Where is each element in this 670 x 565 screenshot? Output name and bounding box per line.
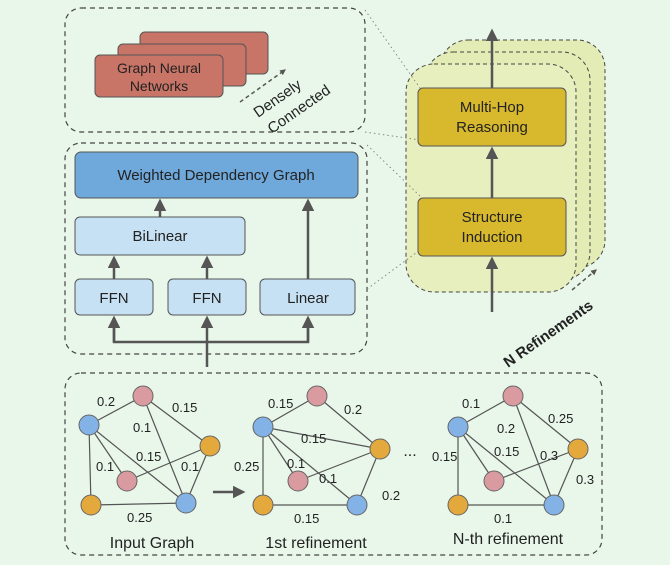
input-graph-caption: Input Graph (110, 535, 195, 552)
node-blue (78, 414, 100, 436)
zoom-dotted-lines (364, 9, 421, 290)
node-orange (80, 494, 102, 516)
edge-weight: 0.1 (494, 511, 512, 526)
edge-weight: 0.25 (234, 459, 259, 474)
induction-line1: Structure (462, 209, 523, 226)
edge-weight: 0.1 (319, 471, 337, 486)
node-pink (116, 470, 138, 492)
induction-arrows (107, 198, 315, 367)
graphs-panel (64, 372, 603, 556)
input-bus-line (112, 318, 310, 344)
edge-weight: 0.1 (462, 396, 480, 411)
edge-weight: 0.3 (576, 472, 594, 487)
node-blue (175, 492, 197, 514)
node-pink (306, 385, 328, 407)
edge-weight: 0.25 (548, 411, 573, 426)
gnn-label-line1: Graph Neural (117, 60, 201, 76)
reasoning-line2: Reasoning (456, 119, 528, 136)
gnn-label-line2: Networks (130, 78, 188, 94)
edge-weight: 0.15 (494, 444, 519, 459)
linear-label: Linear (287, 290, 329, 307)
bilinear-label: BiLinear (132, 228, 187, 245)
node-orange (567, 438, 589, 460)
zoom-line-4 (366, 249, 421, 290)
node-blue (346, 494, 368, 516)
edge-weight: 0.2 (344, 402, 362, 417)
weighted-graph-box (74, 151, 359, 199)
node-pink (502, 385, 524, 407)
gnn-layer-front (94, 54, 224, 98)
zoom-line-1 (364, 9, 421, 89)
refinements-arrow (571, 269, 597, 291)
nth-refinement-graph: 0.1 0.25 0.2 0.15 0.3 0.15 0.3 0.1 N-th … (432, 385, 594, 548)
densely-connected-arrow (239, 69, 286, 103)
edge-weight: 0.15 (432, 449, 457, 464)
node-orange (199, 435, 221, 457)
multi-hop-reasoning-box (417, 87, 567, 147)
node-pink (483, 470, 505, 492)
node-blue (447, 416, 469, 438)
node-blue (543, 494, 565, 516)
induction-panel (64, 142, 368, 355)
edge-weight: 0.15 (301, 431, 326, 446)
induction-line2: Induction (462, 229, 523, 246)
edge-weight: 0.1 (287, 456, 305, 471)
input-graph-edges (88, 395, 211, 506)
ellipsis: ... (403, 443, 416, 460)
node-pink (132, 385, 154, 407)
gnn-panel (64, 7, 366, 133)
edge-weight: 0.15 (136, 449, 161, 464)
zoom-line-2 (364, 131, 421, 141)
edge-weight: 0.1 (133, 420, 151, 435)
ffn-right-label: FFN (192, 290, 221, 307)
ffn-left-label: FFN (99, 290, 128, 307)
reasoning-line1: Multi-Hop (460, 99, 524, 116)
edge-weight: 0.1 (96, 459, 114, 474)
first-refinement-graph: 0.15 0.2 0.15 0.25 0.1 0.1 0.15 0.2 1st … (234, 385, 400, 552)
node-orange (369, 438, 391, 460)
node-orange (447, 494, 469, 516)
first-refinement-edges (262, 395, 381, 506)
edge-weight: 0.25 (127, 510, 152, 525)
input-graph: 0.2 0.15 0.1 0.15 0.1 0.1 0.25 Input Gra… (78, 385, 221, 552)
zoom-line-3 (366, 144, 421, 197)
edge-weight: 0.3 (540, 448, 558, 463)
edge-weight: 0.2 (97, 394, 115, 409)
edge-weight: 0.2 (382, 488, 400, 503)
edge-weight: 0.2 (497, 421, 515, 436)
node-orange (252, 494, 274, 516)
weighted-graph-label: Weighted Dependency Graph (117, 167, 314, 184)
n-refinements-label: N Refinements (501, 297, 597, 371)
node-pink (287, 470, 309, 492)
edge-weight: 0.15 (268, 396, 293, 411)
edge-weight: 0.1 (181, 459, 199, 474)
nth-refinement-caption: N-th refinement (453, 531, 564, 548)
node-blue (252, 416, 274, 438)
edge-weight: 0.15 (172, 400, 197, 415)
edge-weight: 0.15 (294, 511, 319, 526)
first-refinement-caption: 1st refinement (265, 535, 367, 552)
structure-induction-box (417, 197, 567, 257)
nth-refinement-edges (457, 395, 579, 506)
